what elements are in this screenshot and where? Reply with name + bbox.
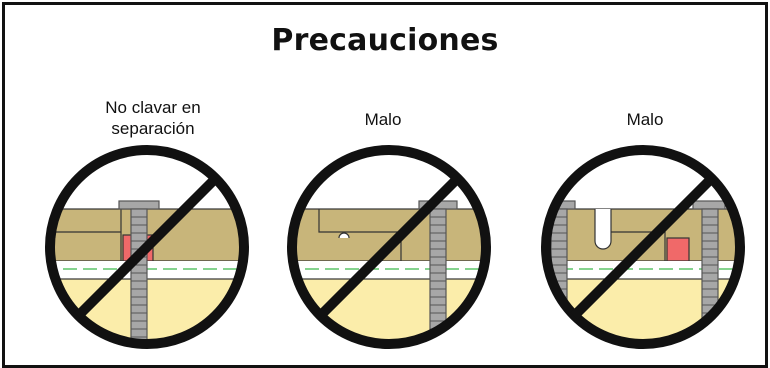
panel-1-label-line-2: separación: [111, 119, 195, 138]
panel-3-label: Malo: [626, 110, 664, 129]
spacer-block: [666, 237, 690, 262]
no-sign-icon: [287, 145, 491, 349]
panel-2-label: Malo: [364, 110, 402, 129]
panel-1-label: No clavar en separación: [53, 97, 253, 139]
screw-icon: [118, 200, 160, 344]
page-title: Precauciones: [271, 23, 499, 58]
no-sign-icon: [45, 145, 249, 349]
panel-2-diagram: [285, 143, 493, 351]
panel-3-diagram: [539, 143, 747, 351]
no-sign-icon: [541, 145, 745, 349]
panel-1-label-line-1: No clavar en: [105, 98, 201, 117]
panel-1-diagram: [43, 143, 251, 351]
